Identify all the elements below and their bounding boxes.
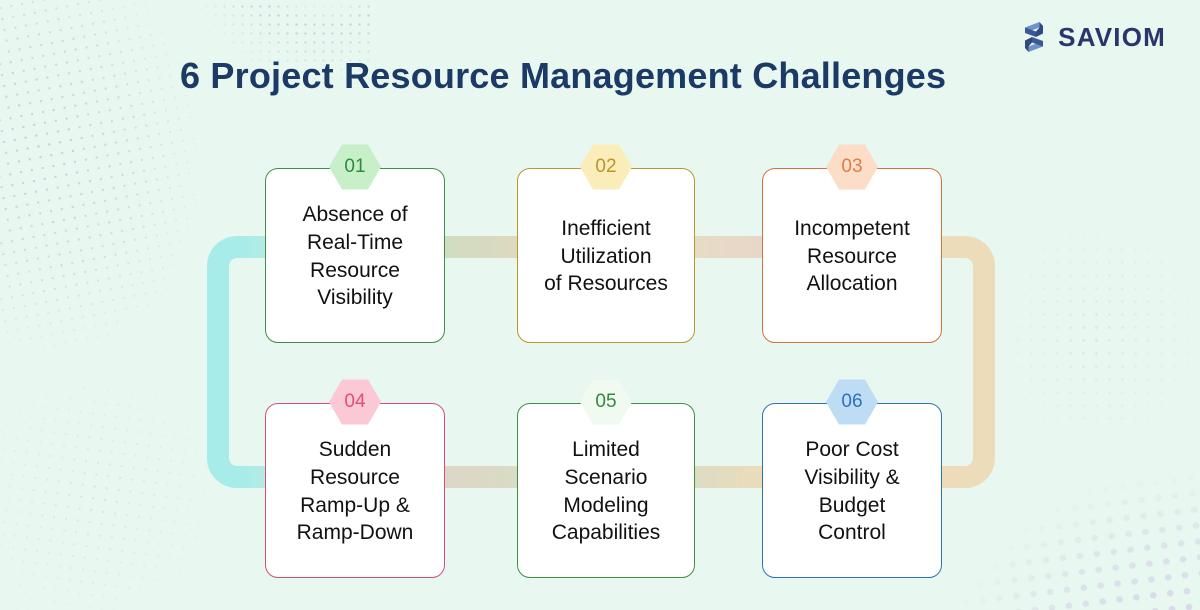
card-label-1: Absence of Real-Time Resource Visibility bbox=[302, 202, 408, 310]
challenge-card-5[interactable]: 05 Limited Scenario Modeling Capabilitie… bbox=[517, 379, 695, 578]
card-badge-hexagon-2: 02 bbox=[580, 144, 632, 190]
saviom-wordmark: SAVIOM bbox=[1058, 21, 1166, 52]
card-number-3: 03 bbox=[841, 156, 863, 177]
card-number-1: 01 bbox=[344, 156, 366, 177]
connector-right-loop bbox=[925, 236, 995, 488]
band-card2-card3 bbox=[691, 236, 767, 258]
challenge-card-1[interactable]: 01 Absence of Real-Time Resource Visibil… bbox=[265, 144, 445, 343]
challenge-card-4[interactable]: 04 Sudden Resource Ramp-Up & Ramp-Down bbox=[265, 379, 445, 578]
card-badge-hexagon-5: 05 bbox=[580, 379, 632, 425]
challenge-card-6[interactable]: 06 Poor Cost Visibility & Budget Control bbox=[762, 379, 942, 578]
saviom-s-logo-icon bbox=[1025, 22, 1044, 52]
saviom-logo: SAVIOM bbox=[1019, 20, 1166, 54]
card-number-5: 05 bbox=[595, 391, 617, 412]
challenge-card-2[interactable]: 02 Inefficient Utilization of Resources bbox=[517, 144, 695, 343]
card-label-4: Sudden Resource Ramp-Up & Ramp-Down bbox=[296, 437, 414, 545]
challenge-card-3[interactable]: 03 Incompetent Resource Allocation bbox=[762, 144, 942, 343]
card-badge-hexagon-3: 03 bbox=[826, 144, 878, 190]
band-card5-card6 bbox=[691, 466, 767, 488]
card-label-5: Limited Scenario Modeling Capabilities bbox=[551, 437, 661, 545]
band-card4-card5 bbox=[441, 466, 521, 488]
page-title: 6 Project Resource Management Challenges bbox=[180, 55, 947, 96]
card-number-2: 02 bbox=[595, 156, 617, 177]
card-number-6: 06 bbox=[841, 391, 863, 412]
card-label-6: Poor Cost Visibility & Budget Control bbox=[804, 437, 900, 545]
band-card1-card2 bbox=[441, 236, 521, 258]
card-number-4: 04 bbox=[344, 391, 366, 412]
card-label-3: Incompetent Resource Allocation bbox=[794, 216, 910, 296]
card-label-2: Inefficient Utilization of Resources bbox=[544, 216, 668, 296]
card-badge-hexagon-6: 06 bbox=[826, 379, 878, 425]
